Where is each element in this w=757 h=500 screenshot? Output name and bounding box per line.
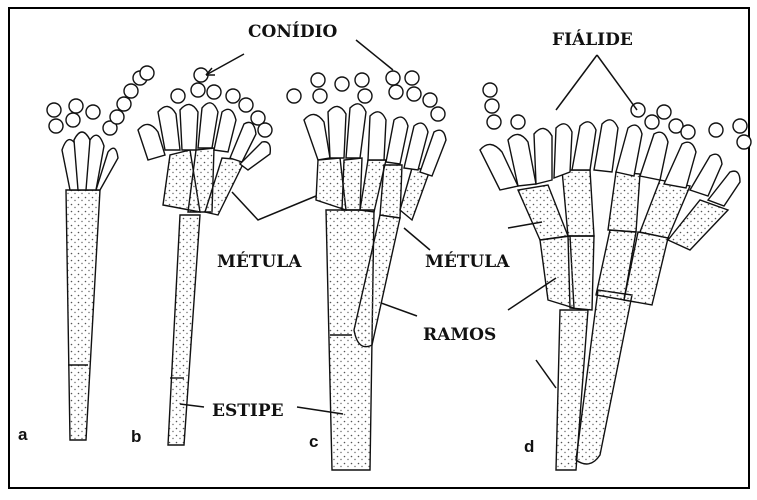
metula-left-leader [232,192,316,220]
conidio-leader-right [356,40,393,70]
label-conidio: CONÍDIO [248,21,338,42]
fialide-leader-left [556,55,597,110]
label-metula-left: MÉTULA [217,251,302,272]
label-ramos: RAMOS [423,325,496,345]
panel-label-a: a [18,425,28,444]
conidiophore-d [480,83,751,470]
ramos-leader-1 [381,303,417,316]
conidiophore-c [287,71,446,470]
fialide-leader-right [597,55,637,110]
panel-label-b: b [131,427,141,446]
ramos-leader-3 [536,360,556,388]
panel-label-d: d [524,437,534,456]
label-estipe: ESTIPE [212,401,284,421]
metula-right-leader-1 [404,228,430,250]
label-fialide: FIÁLIDE [552,29,633,50]
conidiophore-a [47,66,154,440]
label-metula-right: MÉTULA [425,251,510,272]
conidio-leader-left [206,54,244,75]
panel-label-c: c [309,432,318,451]
